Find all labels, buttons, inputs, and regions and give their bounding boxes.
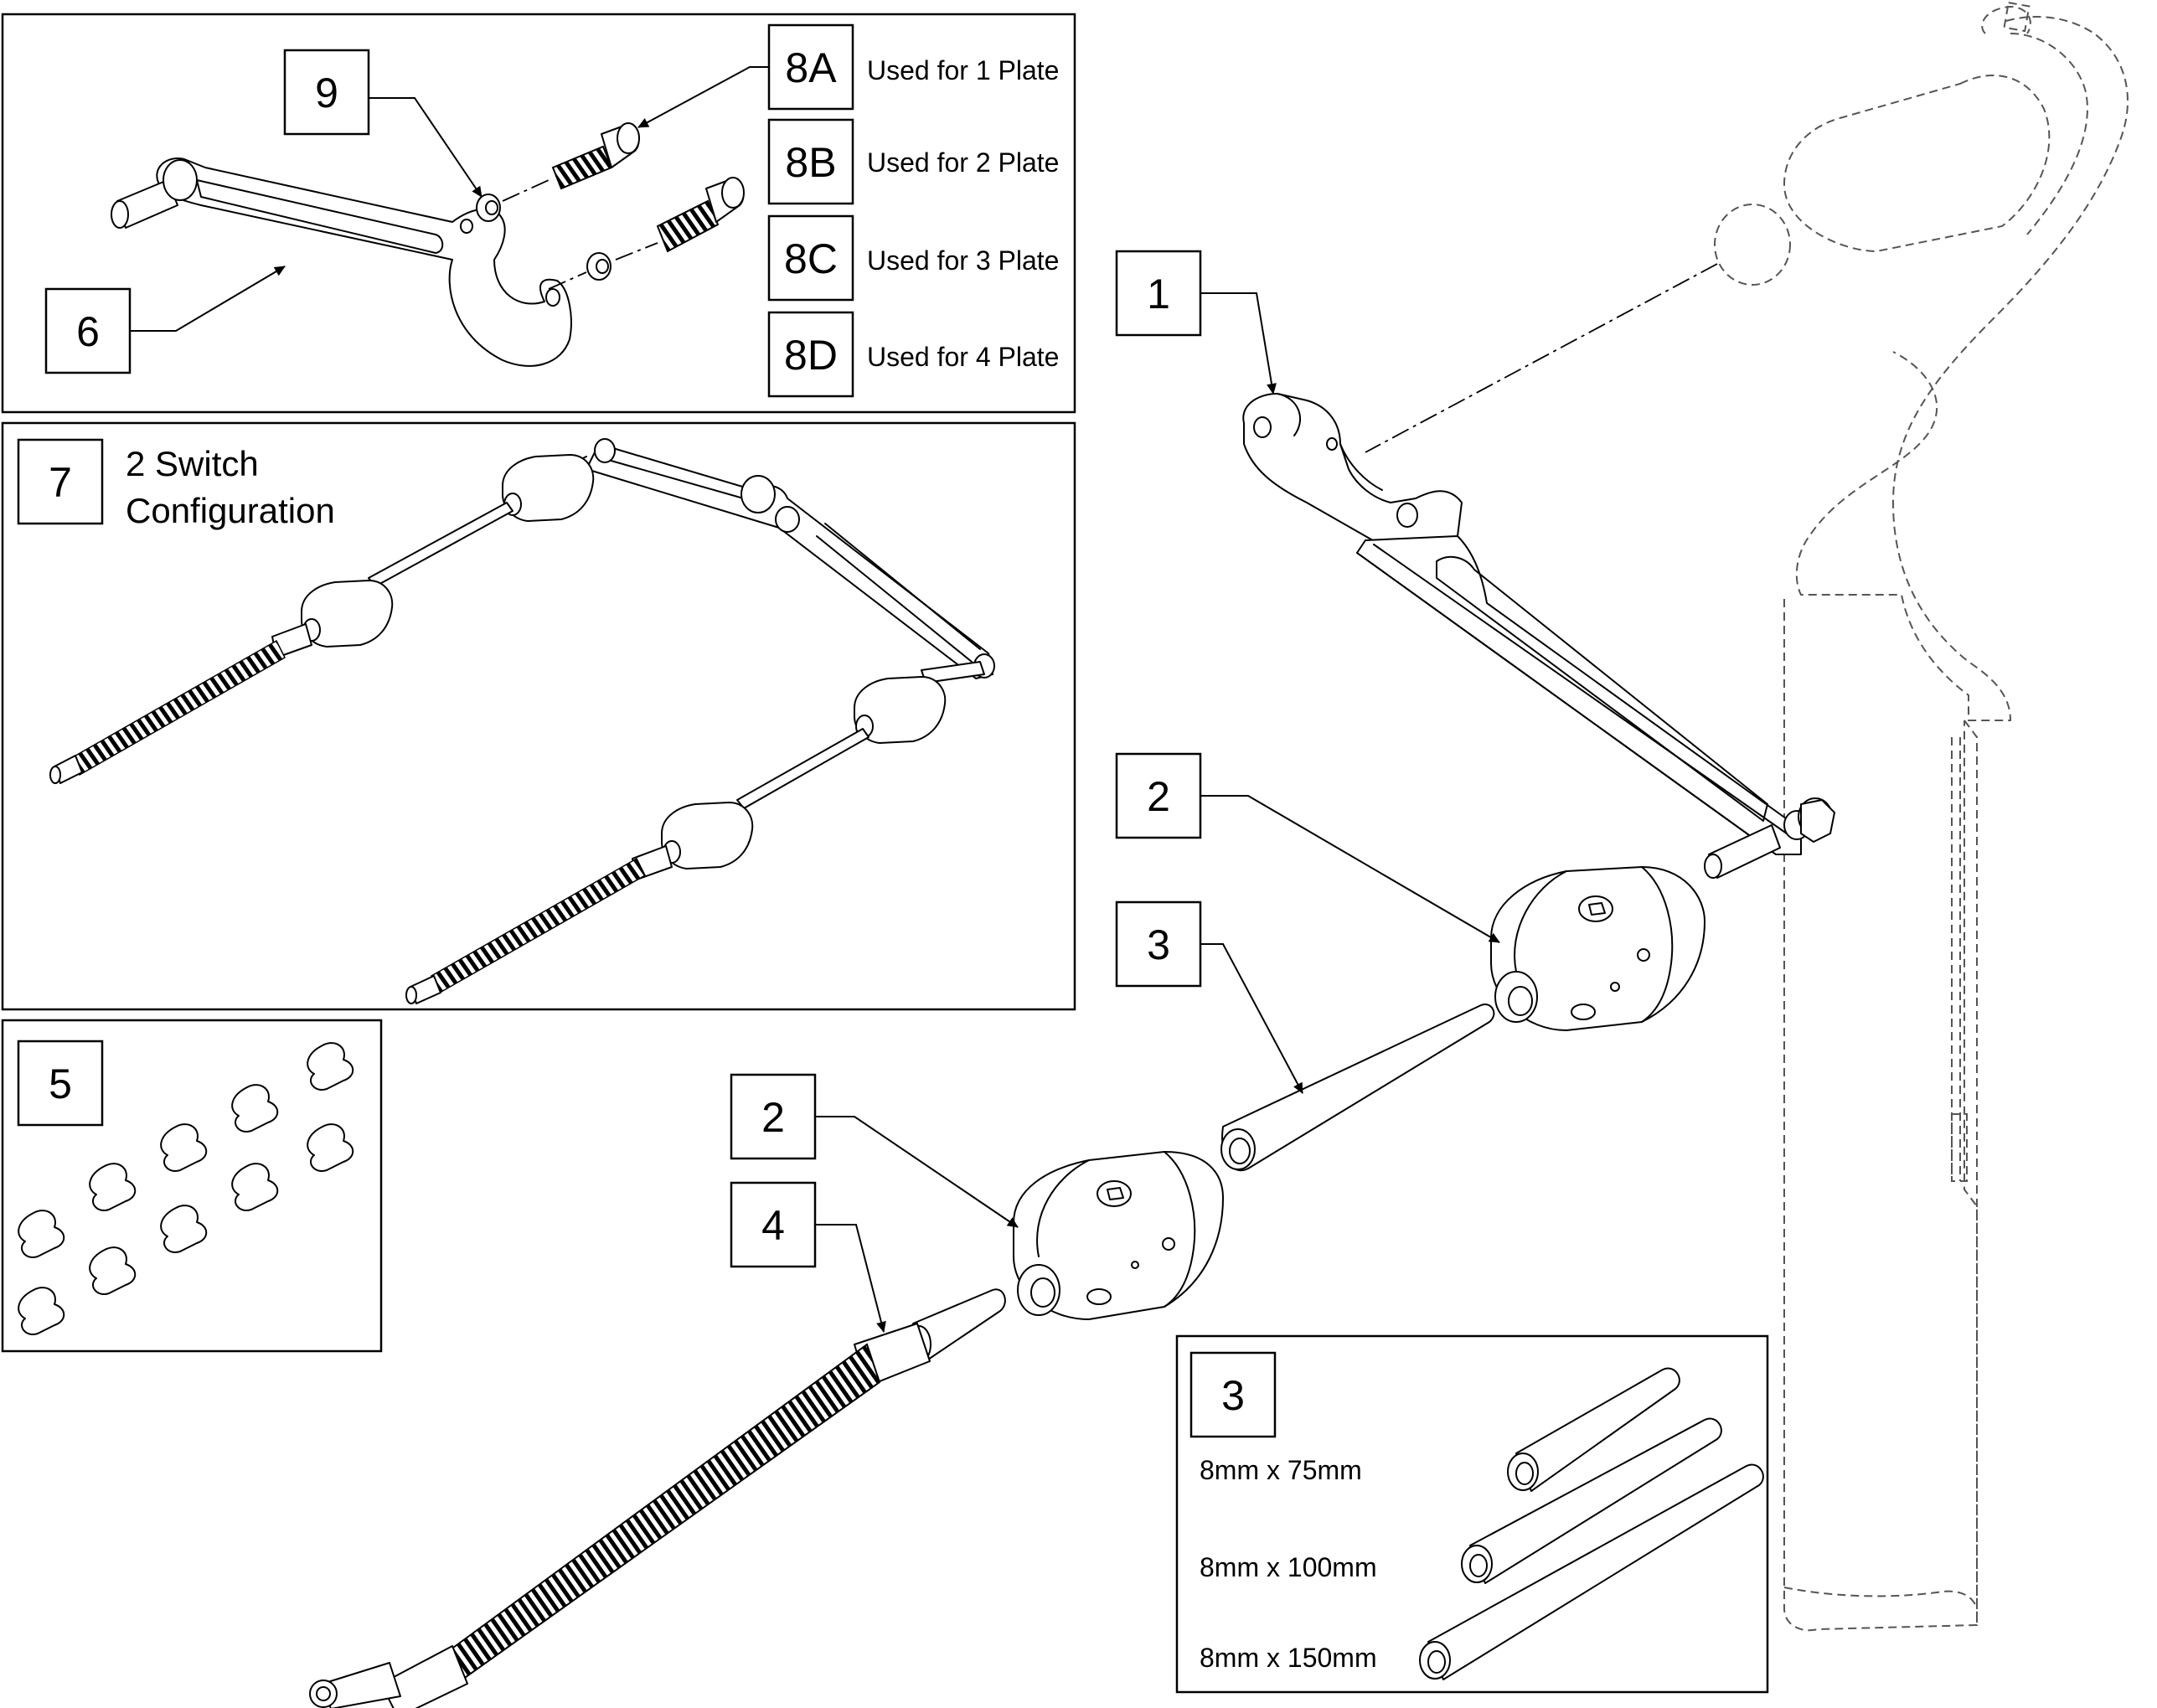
callout-5: 5 (17, 1040, 104, 1127)
callout-3-sizes: 3 (1189, 1351, 1277, 1438)
tube-size-150: 8mm x 150mm (1200, 1643, 1377, 1673)
panel-tube-sizes: 8mm x 75mm 8mm x 100mm 8mm x 150mm (1175, 1334, 1769, 1694)
svg-text:3: 3 (1147, 921, 1170, 968)
phantom-mount-bracket (1714, 1, 2129, 1632)
panel-bracket-screws (1, 13, 1076, 414)
svg-text:Used for 2 Plate: Used for 2 Plate (867, 147, 1059, 178)
arm-pin (1704, 824, 1781, 879)
svg-text:8D: 8D (784, 332, 838, 379)
panel-two-switch-configuration (1, 421, 1076, 1011)
callout-8a: 8A Used for 1 Plate (767, 23, 1059, 111)
callout-2-upper: 2 (1115, 752, 1202, 839)
callout-1: 1 (1115, 250, 1202, 337)
leader-3-main (1200, 943, 1303, 1094)
leader-1 (1200, 292, 1277, 395)
leader-6 (130, 266, 286, 332)
svg-text:8B: 8B (785, 139, 836, 186)
tube-size-100: 8mm x 100mm (1200, 1552, 1377, 1582)
svg-text:2: 2 (761, 1094, 785, 1141)
svg-text:3: 3 (1221, 1372, 1245, 1419)
tube-clamp-upper-part-2 (1490, 866, 1705, 1031)
tube-part-3 (1220, 1004, 1495, 1171)
svg-text:Used for 4 Plate: Used for 4 Plate (867, 342, 1059, 372)
svg-text:Used for 1 Plate: Used for 1 Plate (867, 55, 1059, 85)
cable-clip-group (18, 1042, 354, 1335)
tube-clamp-lower-part-2 (1013, 1151, 1224, 1320)
config-title-line-2: Configuration (126, 491, 335, 530)
svg-text:1: 1 (1147, 271, 1170, 317)
callout-2-lower: 2 (730, 1073, 817, 1160)
leader-9 (369, 97, 482, 198)
leader-4 (815, 1224, 886, 1333)
callout-3-main: 3 (1115, 900, 1202, 988)
svg-text:9: 9 (315, 70, 338, 116)
alignment-centerline (1365, 263, 1718, 453)
leader-8a (637, 66, 769, 128)
tube-size-75: 8mm x 75mm (1200, 1455, 1362, 1485)
svg-text:2: 2 (1147, 773, 1170, 820)
callout-4: 4 (730, 1181, 817, 1268)
config-title-line-1: 2 Switch (126, 444, 259, 483)
svg-text:7: 7 (49, 459, 72, 506)
callout-8d: 8D Used for 4 Plate (767, 311, 1059, 398)
callout-9: 9 (283, 49, 370, 136)
callout-7: 7 (17, 438, 104, 525)
svg-text:4: 4 (761, 1202, 785, 1249)
leader-2-upper (1200, 795, 1500, 943)
svg-text:6: 6 (76, 308, 100, 355)
svg-text:Used for 3 Plate: Used for 3 Plate (867, 245, 1059, 276)
callout-6: 6 (44, 287, 132, 374)
leader-2-lower (815, 1116, 1019, 1228)
callout-8b: 8B Used for 2 Plate (767, 118, 1059, 205)
flex-shaft-part-4 (309, 1288, 1006, 1708)
svg-text:8A: 8A (785, 44, 837, 91)
svg-text:5: 5 (49, 1060, 72, 1107)
svg-text:8C: 8C (784, 235, 838, 282)
callout-8c: 8C Used for 3 Plate (767, 214, 1059, 302)
swing-arm-part-1 (1242, 393, 1835, 855)
